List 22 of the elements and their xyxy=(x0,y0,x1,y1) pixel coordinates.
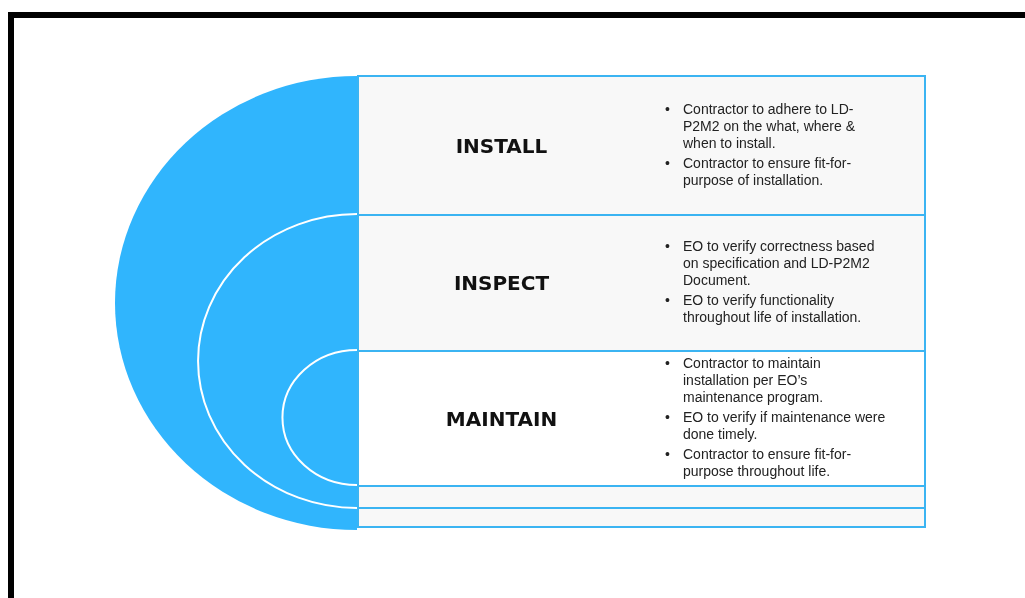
bullet-point: EO to verify correctness based on specification and LD-P2M2 Document. xyxy=(683,237,876,289)
step-band xyxy=(357,350,926,487)
bullet-point: Contractor to ensure fit-for-purpose throughout life. xyxy=(683,445,853,480)
bullet-marker: • xyxy=(665,408,671,427)
bullet-point: Contractor to adhere to LD-P2M2 on the what, where & when to install. xyxy=(683,100,856,151)
bullet-marker: • xyxy=(665,154,671,172)
bullet-point: EO to verify functionality throughout life of installation. xyxy=(683,291,863,326)
bullet-point: Contractor to maintain installation per EO’s maintenance program. xyxy=(683,354,825,406)
bullet-marker: • xyxy=(665,354,671,373)
step-band xyxy=(357,75,926,216)
step-heading: INSTALL xyxy=(454,133,549,158)
bullet-marker: • xyxy=(665,237,671,256)
bullet-marker: • xyxy=(665,445,671,464)
bullet-point: EO to verify if maintenance were done timely. xyxy=(683,408,887,443)
step-band xyxy=(357,214,926,352)
bullet-marker: • xyxy=(665,291,671,310)
step-heading: MAINTAIN xyxy=(444,406,559,431)
empty-band xyxy=(357,485,926,509)
bullet-point: Contractor to ensure fit-for-purpose of installation. xyxy=(683,154,853,188)
step-heading: INSPECT xyxy=(452,271,551,295)
empty-band xyxy=(357,507,926,528)
bullet-marker: • xyxy=(665,100,671,118)
